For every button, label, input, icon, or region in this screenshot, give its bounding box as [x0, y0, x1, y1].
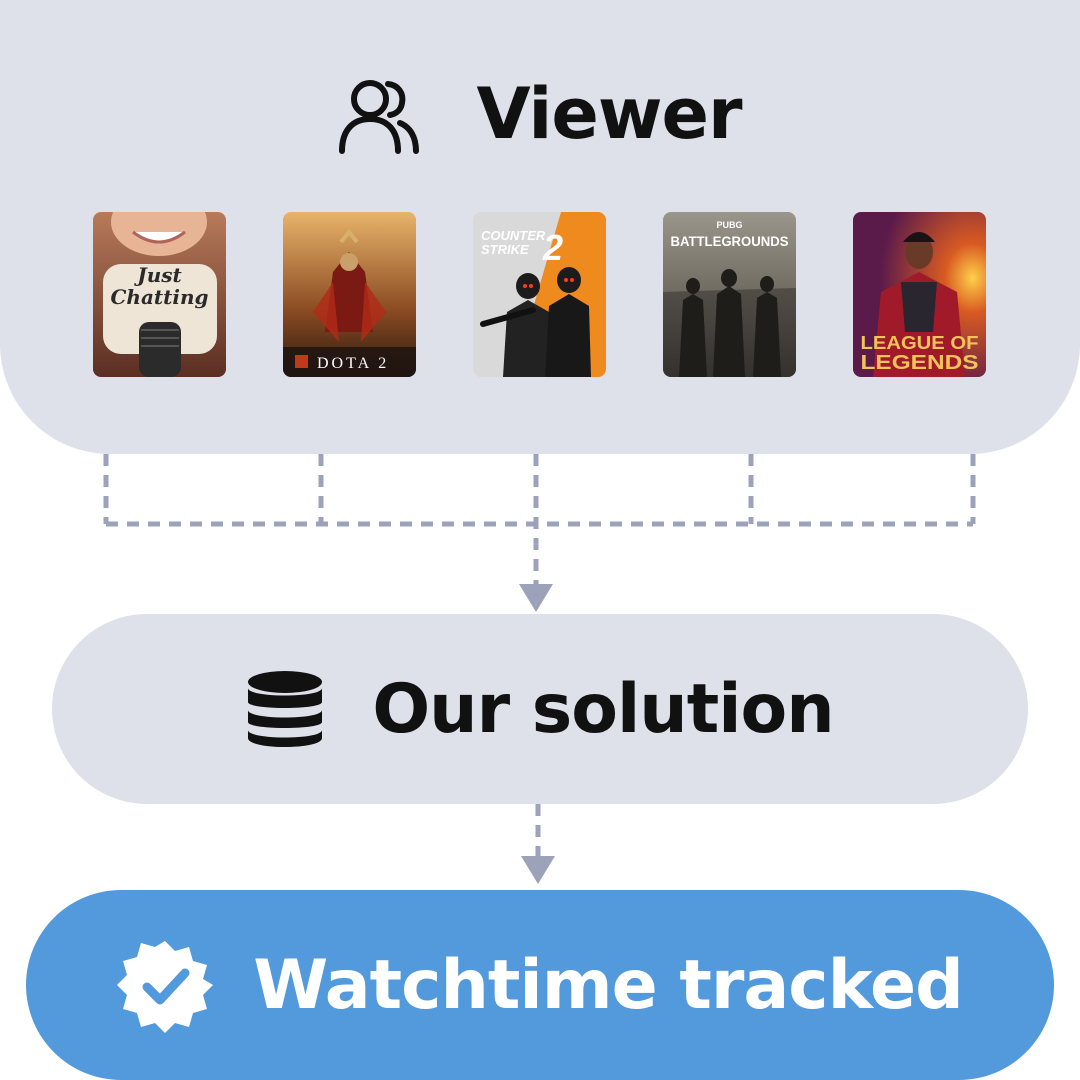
game-card-counter-strike-2[interactable]: COUNTER STRIKE 2: [473, 212, 606, 377]
cs2-label-line2: STRIKE: [481, 242, 529, 257]
game-card-just-chatting[interactable]: Just Chatting: [93, 212, 226, 377]
just-chatting-line1: Just: [137, 263, 182, 287]
pubg-art: PUBG BATTLEGROUNDS: [663, 212, 796, 377]
viewer-title: Viewer: [476, 73, 742, 155]
game-card-league-of-legends[interactable]: LEAGUE OF LEGENDS: [853, 212, 986, 377]
solution-panel: Our solution: [52, 614, 1028, 804]
counter-strike-2-art: COUNTER STRIKE 2: [473, 212, 606, 377]
game-thumbnails: Just Chatting DOTA 2: [0, 212, 1080, 378]
dota-2-label: DOTA 2: [317, 355, 389, 372]
just-chatting-art: [93, 212, 226, 377]
dota-2-art: DOTA 2: [283, 212, 416, 377]
cs2-label-line1: COUNTER: [481, 228, 546, 243]
watchtime-tracked-panel: Watchtime tracked: [26, 890, 1054, 1080]
solution-to-tracked-connector: [521, 804, 555, 884]
solution-title: Our solution: [372, 669, 834, 749]
lol-label-line1: LEAGUE OF: [861, 333, 979, 353]
league-of-legends-art: LEAGUE OF LEGENDS: [853, 212, 986, 377]
game-card-dota-2[interactable]: DOTA 2: [283, 212, 416, 377]
viewer-panel: Viewer Just Chatting: [0, 0, 1080, 454]
pubg-label-line1: PUBG: [716, 220, 742, 230]
lol-label-line2: LEGENDS: [861, 352, 979, 374]
just-chatting-line2: Chatting: [110, 285, 209, 309]
arrow-head-icon: [521, 856, 555, 884]
users-icon: [339, 80, 420, 154]
watchtime-tracked-title: Watchtime tracked: [253, 945, 964, 1025]
cs2-label-number: 2: [542, 227, 563, 268]
pubg-label-line2: BATTLEGROUNDS: [671, 233, 789, 249]
database-icon: [248, 671, 323, 747]
game-card-pubg-battlegrounds[interactable]: PUBG BATTLEGROUNDS: [663, 212, 796, 377]
viewer-header: Viewer: [0, 72, 1080, 156]
arrow-head-icon: [519, 584, 553, 612]
flow-connectors: [103, 454, 976, 612]
verified-badge-icon: [117, 941, 214, 1033]
